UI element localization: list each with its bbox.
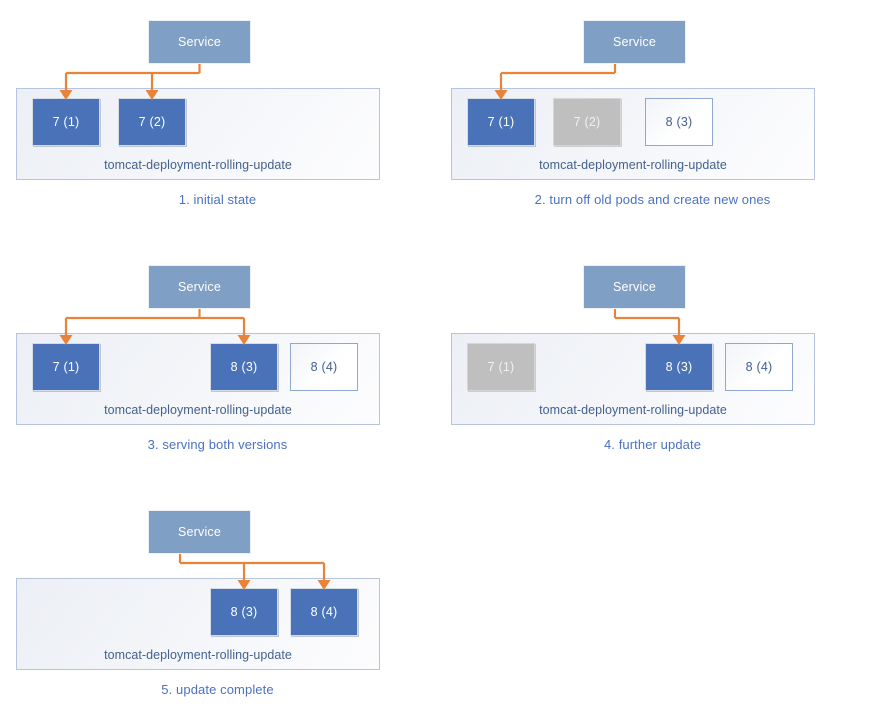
pod-running: 8 (3) [210,343,278,391]
service-node: Service [148,510,251,554]
service-label: Service [177,35,222,49]
service-node: Service [148,265,251,309]
pod-running: 7 (2) [118,98,186,146]
pod-label: 7 (1) [52,115,80,129]
pod-label: 7 (1) [52,360,80,374]
connector-line [64,64,201,91]
pod-label: 8 (3) [230,605,258,619]
panel-caption: 2. turn off old pods and create new ones [534,192,771,207]
service-node: Service [583,265,686,309]
diagram-panel-5: Service tomcat-deployment-rolling-update 8… [0,490,435,722]
connector-line [64,309,246,336]
diagram-panel-3: Service tomcat-deployment-rolling-update 7… [0,245,435,477]
pod-running: 7 (1) [32,98,100,146]
pod-label: 8 (4) [310,360,338,374]
pod-running: 7 (1) [32,343,100,391]
connector-line [613,309,681,336]
connector-line [178,554,326,581]
service-node: Service [148,20,251,64]
pod-running: 8 (3) [645,343,713,391]
pod-terminating: 7 (1) [467,343,535,391]
pod-pending: 8 (3) [645,98,713,146]
service-label: Service [612,35,657,49]
pod-pending: 8 (4) [290,343,358,391]
pod-running: 8 (3) [210,588,278,636]
pod-pending: 8 (4) [725,343,793,391]
deployment-name-label: tomcat-deployment-rolling-update [104,648,292,662]
diagram-panel-1: Service tomcat-deployment-rolling-update 7… [0,0,435,232]
pod-label: 8 (3) [665,360,693,374]
diagram-panel-4: Service tomcat-deployment-rolling-update 7… [435,245,870,477]
pod-label: 8 (4) [310,605,338,619]
pod-label: 8 (4) [745,360,773,374]
pod-running: 7 (1) [467,98,535,146]
service-label: Service [177,280,222,294]
pod-label: 7 (2) [138,115,166,129]
service-label: Service [177,525,222,539]
deployment-name-label: tomcat-deployment-rolling-update [539,403,727,417]
pod-label: 8 (3) [230,360,258,374]
service-node: Service [583,20,686,64]
pod-terminating: 7 (2) [553,98,621,146]
panel-caption: 4. further update [603,437,702,452]
panel-caption: 5. update complete [161,682,274,697]
diagram-panel-2: Service tomcat-deployment-rolling-update 7… [435,0,870,232]
deployment-name-label: tomcat-deployment-rolling-update [104,403,292,417]
panel-caption: 3. serving both versions [147,437,288,452]
pod-label: 7 (2) [573,115,601,129]
panel-caption: 1. initial state [178,192,257,207]
connector-line [499,64,617,91]
deployment-name-label: tomcat-deployment-rolling-update [539,158,727,172]
service-label: Service [612,280,657,294]
pod-label: 7 (1) [487,115,515,129]
deployment-name-label: tomcat-deployment-rolling-update [104,158,292,172]
pod-label: 7 (1) [487,360,515,374]
pod-label: 8 (3) [665,115,693,129]
pod-running: 8 (4) [290,588,358,636]
